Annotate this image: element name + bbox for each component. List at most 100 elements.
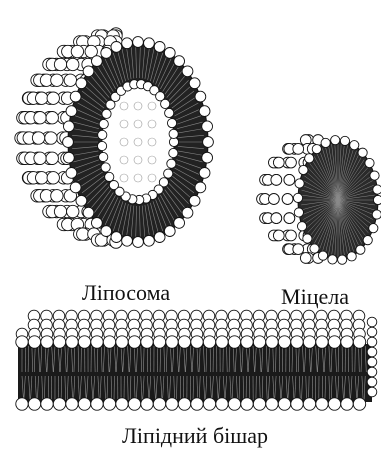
rim-head	[91, 56, 102, 67]
upper-leaflet-head	[91, 336, 103, 348]
rim-head	[182, 207, 193, 218]
micelle-label: Міцела	[250, 286, 380, 308]
inner-head	[109, 181, 118, 190]
micelle-rim-head	[297, 222, 306, 231]
rim-head	[144, 235, 155, 246]
rim-head	[66, 168, 77, 179]
rim-head	[63, 152, 74, 163]
upper-leaflet-head	[341, 336, 353, 348]
rim-head	[174, 56, 185, 67]
lower-leaflet-head	[228, 398, 240, 410]
outer-head	[46, 152, 58, 164]
rim-head	[182, 66, 193, 77]
outer-head	[64, 74, 76, 86]
outer-head	[46, 112, 58, 124]
lower-leaflet-head	[253, 398, 265, 410]
lower-leaflet-head	[153, 398, 165, 410]
upper-leaflet-head	[191, 336, 203, 348]
rim-head	[76, 78, 87, 89]
lower-leaflet-head	[241, 398, 253, 410]
rim-head	[189, 195, 200, 206]
micelle-head	[284, 174, 295, 185]
side-head	[367, 347, 377, 357]
lower-leaflet-head	[91, 398, 103, 410]
micelle-rim-head	[350, 141, 359, 150]
rim-head	[199, 168, 210, 179]
lower-leaflet-head	[66, 398, 78, 410]
rim-head	[189, 78, 200, 89]
micelle-head	[293, 244, 304, 255]
side-head	[367, 367, 377, 377]
micelle-rim-head	[294, 208, 303, 217]
lower-leaflet-head	[16, 398, 28, 410]
upper-leaflet-head	[78, 336, 90, 348]
outer-head	[54, 205, 66, 217]
rim-head	[63, 137, 74, 148]
micelle-rim-head	[356, 245, 365, 254]
micelle-rim-head	[338, 255, 347, 264]
micelle-rim-head	[310, 244, 319, 253]
rim-head	[91, 218, 102, 229]
rim-head	[111, 41, 122, 52]
rim-head	[83, 207, 94, 218]
micelle-head	[300, 253, 311, 264]
micelle-rim-head	[305, 154, 314, 163]
micelle-head	[273, 157, 284, 168]
side-head	[367, 327, 377, 337]
inner-head	[97, 141, 106, 150]
inner-head	[99, 152, 108, 161]
lower-leaflet-head	[178, 398, 190, 410]
outer-head	[67, 58, 79, 70]
outer-head	[67, 205, 79, 217]
outer-head	[45, 132, 57, 144]
micelle-rim-head	[372, 210, 381, 219]
upper-leaflet-head	[41, 336, 53, 348]
side-head	[367, 317, 377, 327]
rim-head	[195, 91, 206, 102]
rim-head	[83, 66, 94, 77]
rim-head	[63, 121, 74, 132]
lower-leaflet-head	[266, 398, 278, 410]
outer-head	[35, 172, 47, 184]
inner-head	[161, 99, 170, 108]
micelle-rim-head	[321, 138, 330, 147]
upper-leaflet-head	[116, 336, 128, 348]
outer-head	[51, 74, 63, 86]
lower-leaflet-head	[353, 398, 365, 410]
micelle-rim-head	[370, 171, 379, 180]
upper-leaflet-head	[128, 336, 140, 348]
inner-head	[102, 109, 111, 118]
micelle-head	[271, 174, 282, 185]
upper-leaflet-head	[353, 336, 365, 348]
micelle-head	[282, 194, 293, 205]
inner-head	[101, 163, 110, 172]
upper-leaflet-head	[66, 336, 78, 348]
upper-leaflet-head	[203, 336, 215, 348]
rim-head	[144, 38, 155, 49]
rim-head	[199, 106, 210, 117]
rim-head	[133, 37, 144, 48]
micelle-rim-head	[312, 145, 321, 154]
side-head	[367, 357, 377, 367]
upper-leaflet-head	[291, 336, 303, 348]
lower-leaflet-head	[41, 398, 53, 410]
micelle-rim-head	[328, 255, 337, 264]
micelle-head	[284, 213, 295, 224]
upper-leaflet-head	[141, 336, 153, 348]
micelle-rim-head	[347, 252, 356, 261]
micelle-rim-head	[299, 165, 308, 174]
rim-head	[202, 121, 213, 132]
upper-leaflet-head	[328, 336, 340, 348]
micelle-rim-head	[340, 136, 349, 145]
micelle-rim-head	[369, 224, 378, 233]
micelle-illustration	[257, 135, 381, 265]
upper-leaflet-head	[178, 336, 190, 348]
rim-head	[195, 182, 206, 193]
rim-head	[154, 232, 165, 243]
lower-leaflet-head	[141, 398, 153, 410]
outer-head	[32, 132, 44, 144]
outer-head	[71, 45, 83, 57]
rim-head	[111, 232, 122, 243]
outer-head	[47, 172, 59, 184]
liposome-illustration	[15, 28, 214, 248]
